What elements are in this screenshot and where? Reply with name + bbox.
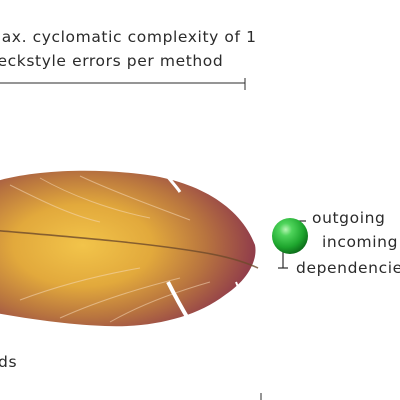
legend-outgoing: outgoing: [312, 209, 386, 227]
annotation-complexity: max. cyclomatic complexity of 1: [0, 28, 257, 46]
legend-dependencies: dependencies: [296, 259, 400, 277]
top-annotation-bracket: [0, 78, 246, 90]
legend-incoming: incoming: [322, 233, 399, 251]
annotation-checkstyle: checkstyle errors per method: [0, 52, 224, 70]
annotation-methods: methods: [0, 353, 18, 371]
feather-glyph: [0, 169, 259, 327]
green-sphere: [272, 218, 308, 254]
